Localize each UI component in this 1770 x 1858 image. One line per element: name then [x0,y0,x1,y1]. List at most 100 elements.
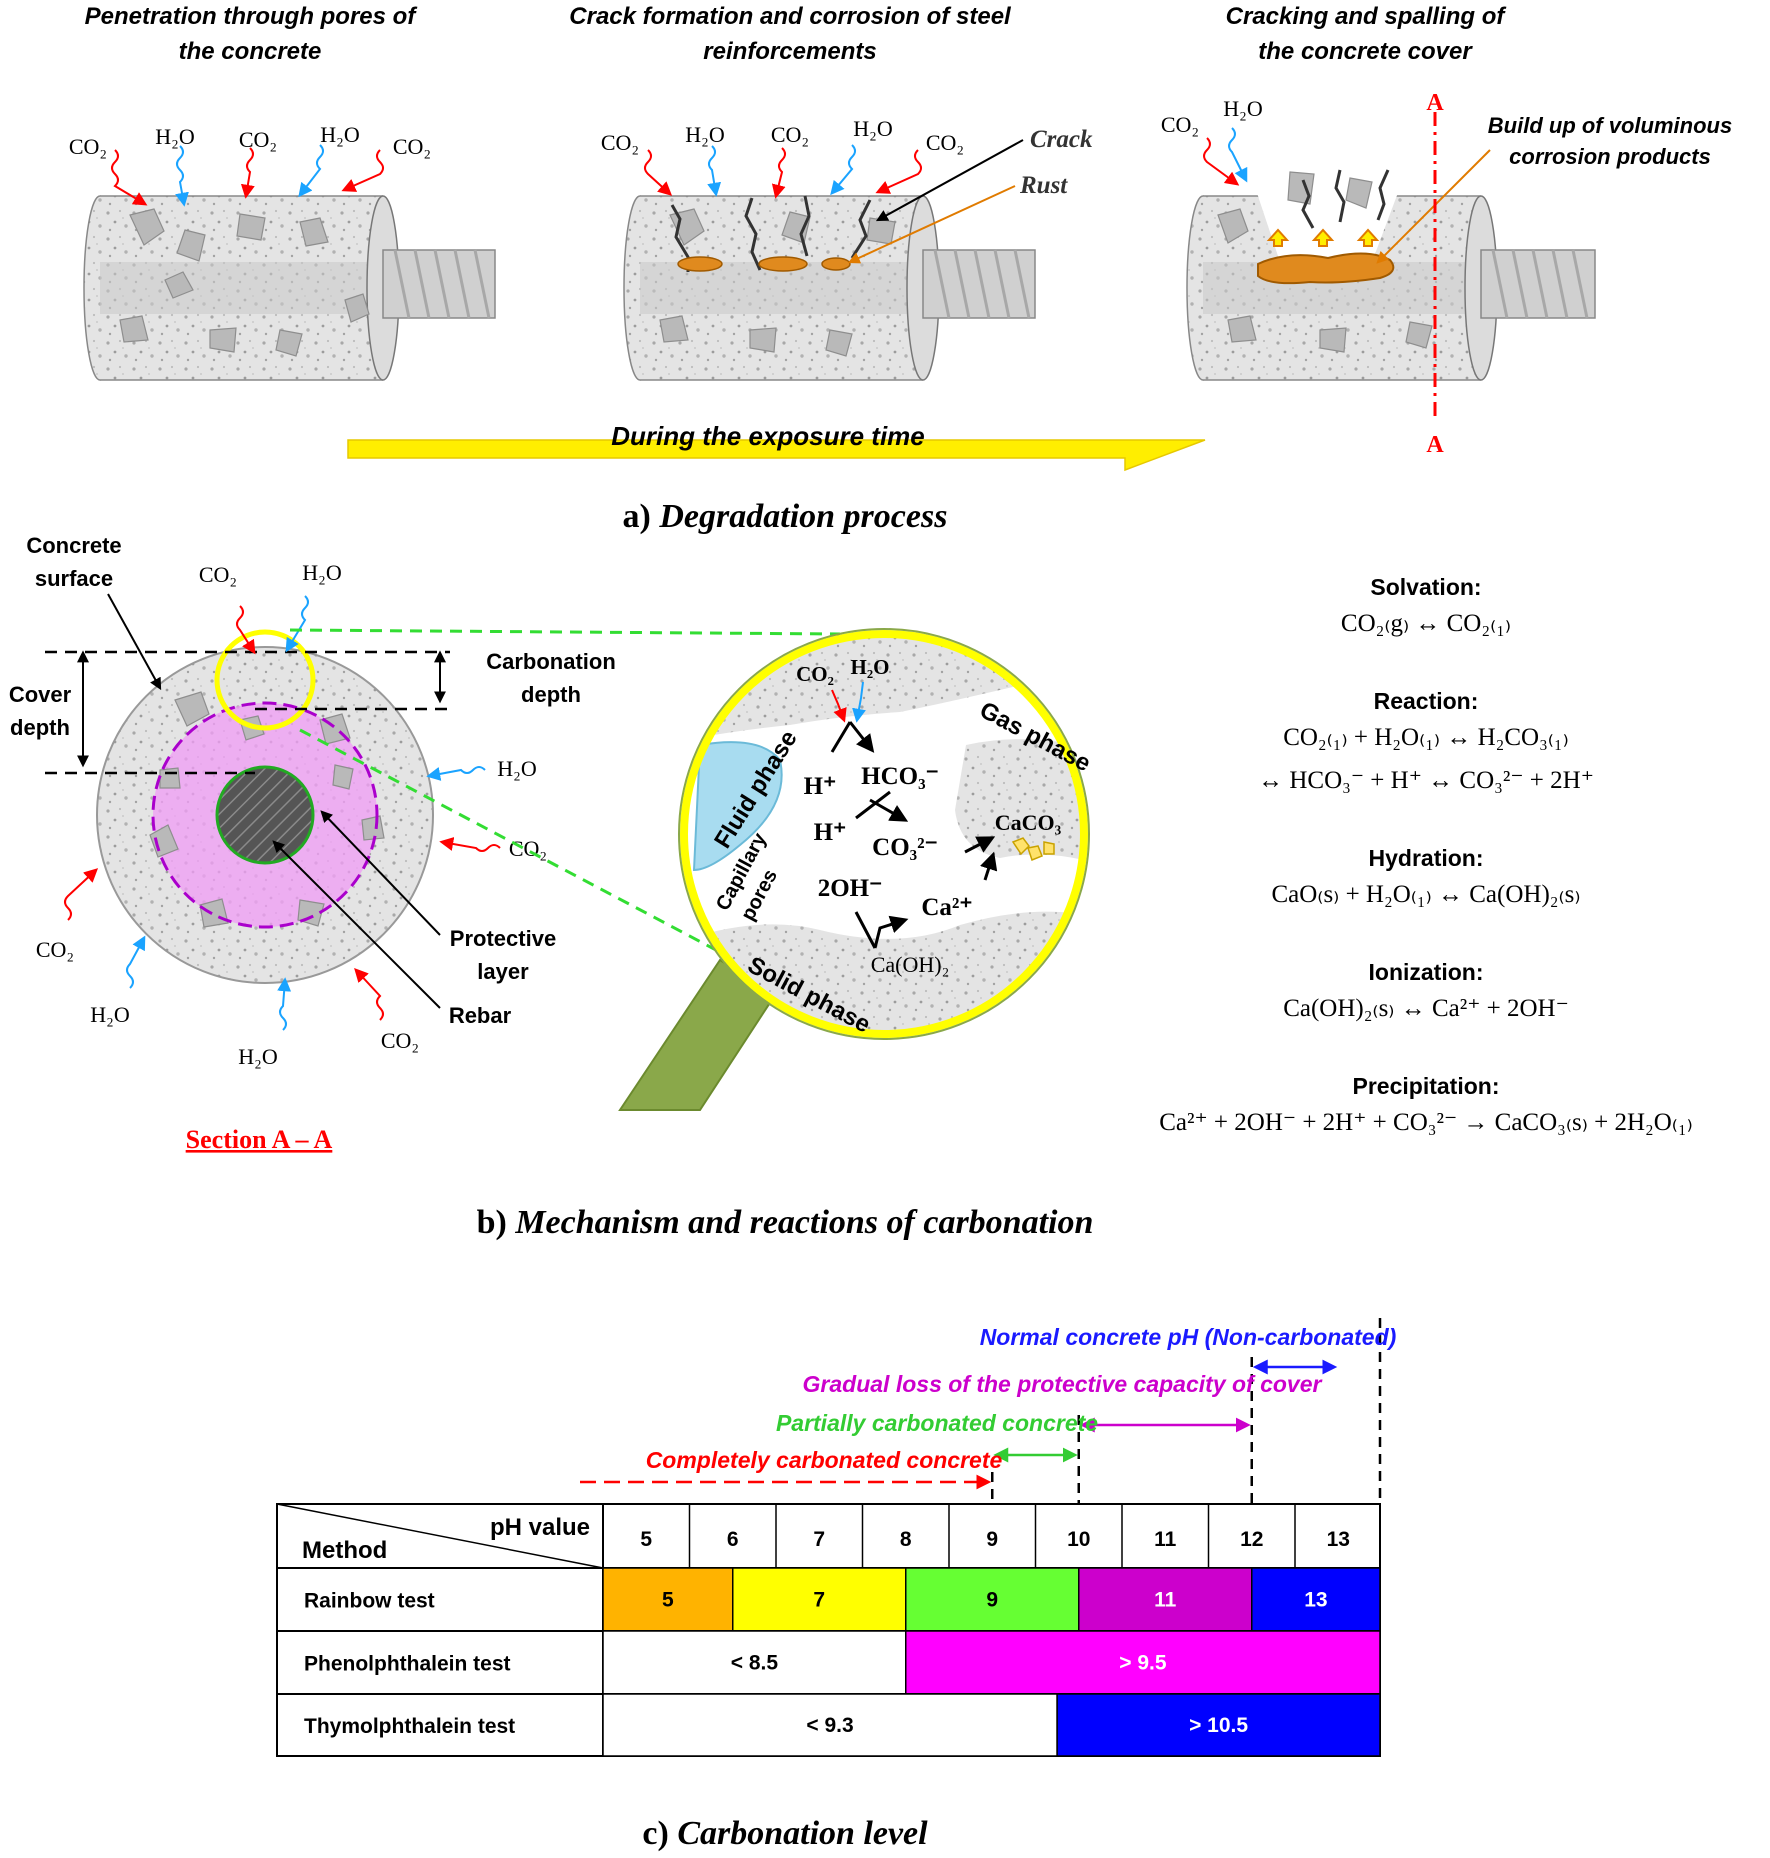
exposure-time-label: During the exposure time [611,421,925,451]
indicator-cell-label: 5 [662,1589,674,1612]
co2-label: CO₂ [926,130,964,155]
ph-value-header: pH value [490,1514,590,1541]
co2-label: CO₂ [1161,112,1199,137]
caption-c: c) Carbonation level [642,1815,928,1852]
protective-layer-label-line2: layer [477,959,529,984]
co2-label: CO₂ [69,134,107,159]
rebar-section [215,765,315,865]
method-header: Method [302,1537,387,1564]
ph-column-header: 5 [640,1528,652,1551]
indicator-cell-label: > 10.5 [1189,1714,1248,1737]
stage1-title-line1: Penetration through pores of [85,3,418,30]
co2-label: CO₂ [771,122,809,147]
reaction-equation: Ca²⁺ + 2OH⁻ + 2H⁺ + CO₃²⁻ → CaCO₃₍s₎ + 2… [1159,1109,1693,1136]
indicator-cell-label: < 9.3 [806,1714,853,1737]
panel-c: Normal concrete pH (Non-carbonated) Gradu… [276,1318,1396,1852]
protective-layer-boundary [151,701,379,929]
crack-pointer [875,139,1024,222]
stage3-concrete-cylinder [1186,166,1596,381]
reactions-list: Solvation:CO₂₍g₎ ↔ CO₂₍₁₎Reaction:CO₂₍₁₎… [1159,574,1693,1136]
gas-arrows-panel-a [111,127,1248,207]
ph-range-label: Completely carbonated concrete [646,1447,1003,1473]
section-marker-bottom: A [1426,432,1444,458]
panel-b: Concrete surface Cover depth Carbonation… [9,533,1693,1241]
h-plus-label: H⁺ [804,773,837,800]
indicator-cell-label: 11 [1154,1589,1177,1612]
indicator-color-cell [732,1567,907,1632]
cover-depth-label-line1: Cover [9,682,72,707]
h2o-label: H₂O [685,122,724,147]
co2-label: CO₂ [239,127,277,152]
rebar-pointer [272,840,441,1009]
ph-column-header: 10 [1067,1528,1090,1551]
zoom-connector-bottom [299,728,736,962]
caption-b: b) Mechanism and reactions of carbonatio… [477,1204,1094,1241]
h2o-label: H₂O [1223,96,1262,121]
indicator-color-cell [602,1693,1058,1757]
stage2-title-line2: reinforcements [703,38,876,65]
gas-arrows-section [64,595,501,1031]
caption-a: a) Degradation process [623,498,948,535]
zoom-split-arrows [830,721,872,752]
ph-range-label: Partially carbonated concrete [776,1410,1098,1436]
build-up-label-line1: Build up of voluminous [1488,113,1732,138]
reaction-equation: ↔ HCO₃⁻ + H⁺ ↔ CO₃²⁻ + 2H⁺ [1258,767,1594,794]
h2o-label: H₂O [302,560,341,585]
caco3-label: CaCO₃ [995,810,1062,835]
reaction-equation: CO₂₍₁₎ + H₂O₍₁₎ ↔ H₂CO₃₍₁₎ [1283,724,1569,751]
stage3-title-line1: Cracking and spalling of [1226,3,1507,30]
carbonation-depth-label-line1: Carbonation [486,649,616,674]
ph-column-header: 9 [986,1528,998,1551]
ph-range-arrows: Normal concrete pH (Non-carbonated) Gradu… [580,1318,1396,1504]
method-name: Thymolphthalein test [304,1715,515,1738]
zoom-connector-top [289,628,841,636]
co2-label: CO₂ [796,662,834,686]
caoh2-label: Ca(OH)₂ [871,952,950,977]
zoom-dissociation-arrows [855,790,905,820]
stage2-concrete-cylinder [623,195,1036,381]
indicator-cell-label: 9 [986,1589,998,1612]
zoom-ionization-arrows [854,912,905,949]
h2o-label: H₂O [155,124,194,149]
section-marker-top: A [1426,90,1444,116]
reaction-equation: CaO₍s₎ + H₂O₍₁₎ ↔ Ca(OH)₂₍s₎ [1271,881,1580,908]
method-name: Phenolphthalein test [304,1653,511,1676]
two-oh-label: 2OH⁻ [818,875,883,902]
co2-label: CO₂ [393,134,431,159]
zoom-ca-to-caco3-arrow [980,851,998,881]
h2o-label: H₂O [853,116,892,141]
magnifier-lens: Gas phase Fluid phase Capillary pores So… [678,628,1095,1040]
cross-section [96,629,434,984]
h2o-label: H₂O [497,756,536,781]
co2-label: CO₂ [36,937,74,962]
reaction-name: Reaction: [1374,688,1479,714]
ph-column-header: 13 [1327,1528,1350,1551]
concrete-surface-pointer [107,593,162,691]
hco3-label: HCO₃⁻ [861,763,939,790]
ca2-label: Ca²⁺ [921,894,972,921]
ph-range-label: Gradual loss of the protective capacity … [803,1371,1323,1397]
indicator-color-cell [602,1567,734,1632]
ph-column-header: 11 [1154,1528,1177,1551]
co2-label: CO₂ [509,836,547,861]
ph-column-header: 6 [727,1528,739,1551]
ph-column-header: 8 [900,1528,912,1551]
zoom-source-ring [214,629,316,731]
indicator-color-cell [1056,1693,1381,1757]
indicator-cell-label: < 8.5 [731,1652,779,1675]
h2o-label: H₂O [851,655,890,679]
method-name: Rainbow test [304,1590,435,1613]
stage2-title-line1: Crack formation and corrosion of steel [569,3,1012,30]
indicator-color-cell [905,1630,1381,1695]
crack-label: Crack [1030,126,1093,153]
protective-layer-label-line1: Protective [450,926,556,951]
reaction-equation: CO₂₍g₎ ↔ CO₂₍₁₎ [1341,610,1511,637]
rust-label: Rust [1019,172,1068,199]
ph-range-label: Normal concrete pH (Non-carbonated) [980,1324,1397,1350]
reaction-name: Hydration: [1369,845,1484,871]
h2o-label: H₂O [238,1044,277,1069]
reaction-name: Precipitation: [1353,1073,1500,1099]
co2-label: CO₂ [199,562,237,587]
